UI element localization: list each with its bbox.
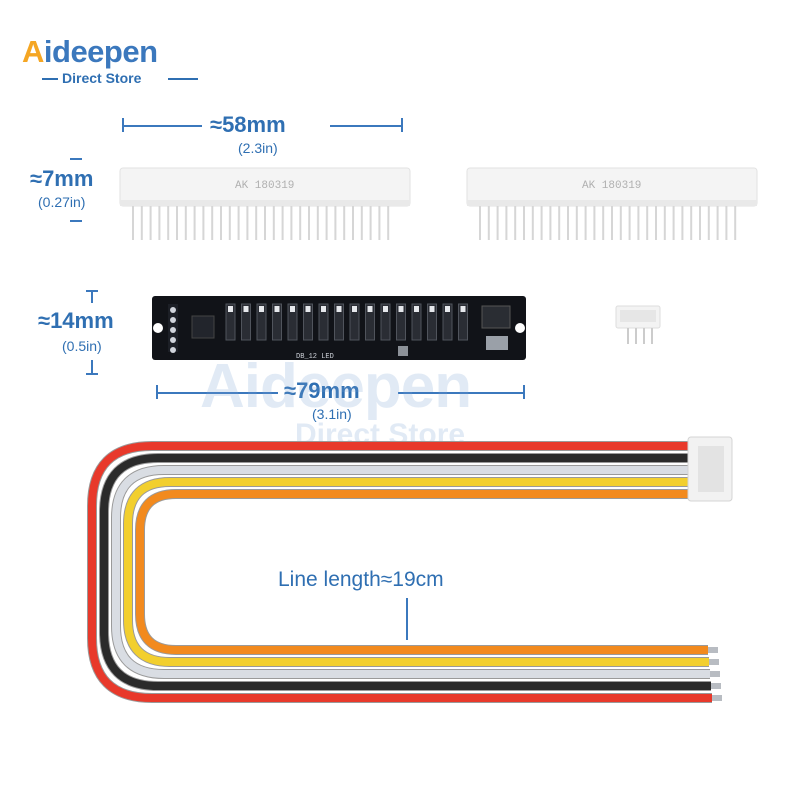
cable-plug [687, 436, 733, 502]
led-level-board: DB_12 LED [152, 296, 526, 361]
dimension-tick [86, 373, 98, 375]
led-segment [458, 303, 468, 341]
led-pad [305, 306, 311, 312]
board-height-sub: (0.5in) [62, 338, 102, 354]
dimension-tick [70, 220, 82, 222]
led-segment [334, 303, 344, 341]
led-segment [396, 303, 406, 341]
dimension-tick [523, 385, 525, 399]
led-segment [442, 303, 453, 341]
brand-logo: Aideepen Direct Store [22, 34, 202, 94]
dimension-tick [156, 385, 158, 399]
pin-header-connectors: AK 180319 AK 180319 [119, 167, 758, 240]
cable-wire-tips [708, 647, 722, 701]
cable-wire-tip [712, 695, 722, 701]
connector-width-label: ≈58mm [210, 112, 286, 137]
led-row [225, 303, 468, 341]
board-width-sub: (3.1in) [312, 406, 352, 422]
cable-wire [100, 454, 711, 690]
led-pad [352, 306, 357, 312]
pin-header-right: AK 180319 [466, 167, 758, 240]
led-segment [287, 303, 298, 341]
board-ic [481, 305, 511, 329]
dimension-tick [70, 158, 82, 160]
dimension-line [91, 360, 93, 374]
led-segment [318, 303, 329, 341]
led-pad [274, 306, 280, 312]
board-button [398, 346, 408, 356]
dimension-line [398, 392, 524, 394]
cable-wire [112, 466, 710, 678]
connector-height-label: ≈7mm [30, 166, 94, 191]
led-segment [427, 303, 437, 341]
board-height-label: ≈14mm [38, 308, 114, 333]
led-segment [272, 303, 282, 341]
led-segment [241, 303, 251, 341]
led-pad [336, 306, 342, 312]
brand-name: Aideepen [22, 34, 158, 69]
led-pad [383, 306, 388, 312]
board-pads [486, 336, 508, 350]
board-marking: DB_12 LED [296, 353, 334, 361]
cable-wire [124, 478, 709, 666]
connector-height-sub: (0.27in) [38, 194, 86, 210]
board-chip [191, 315, 215, 339]
led-pad [429, 306, 435, 312]
dimension-line [158, 392, 278, 394]
led-pad [367, 306, 373, 312]
led-segment [380, 303, 391, 341]
led-segment [365, 303, 375, 341]
connector-marking-right: AK 180319 [582, 180, 641, 192]
led-pad [259, 306, 264, 312]
connector-marking-left: AK 180319 [235, 180, 294, 192]
led-pad [321, 306, 326, 312]
brand-divider-left [42, 78, 58, 80]
led-segment [256, 303, 267, 341]
led-pad [460, 306, 466, 312]
cable-wire [88, 442, 712, 702]
cable-wire-tip [710, 671, 720, 677]
led-pad [398, 306, 404, 312]
small-jst-connector [615, 305, 661, 344]
cable-length-label: Line length≈19cm [278, 568, 444, 591]
cable-wire [136, 490, 708, 654]
pin-header-left: AK 180319 [119, 167, 411, 240]
board-pin-pads [168, 304, 178, 353]
led-pad [445, 306, 450, 312]
led-segment [225, 303, 236, 341]
dimension-line [91, 291, 93, 303]
dimension-line [124, 125, 202, 127]
dimension-tick [122, 118, 124, 132]
cable-wire-tip [708, 647, 718, 653]
led-pad [228, 306, 233, 312]
cable-wire-tip [711, 683, 721, 689]
cable-wires [87, 441, 712, 703]
led-segment [303, 303, 313, 341]
dimension-line [330, 125, 402, 127]
connector-width-sub: (2.3in) [238, 140, 278, 156]
led-pad [243, 306, 249, 312]
brand-name-text: ideepen [43, 34, 158, 69]
led-segment [411, 303, 422, 341]
led-segment [349, 303, 360, 341]
dimension-tick [401, 118, 403, 132]
led-pad [414, 306, 419, 312]
brand-divider-right [168, 78, 198, 80]
board-width-label: ≈79mm [284, 378, 360, 403]
cable-wire-tip [709, 659, 719, 665]
brand-subtitle: Direct Store [62, 70, 142, 86]
led-pad [290, 306, 295, 312]
